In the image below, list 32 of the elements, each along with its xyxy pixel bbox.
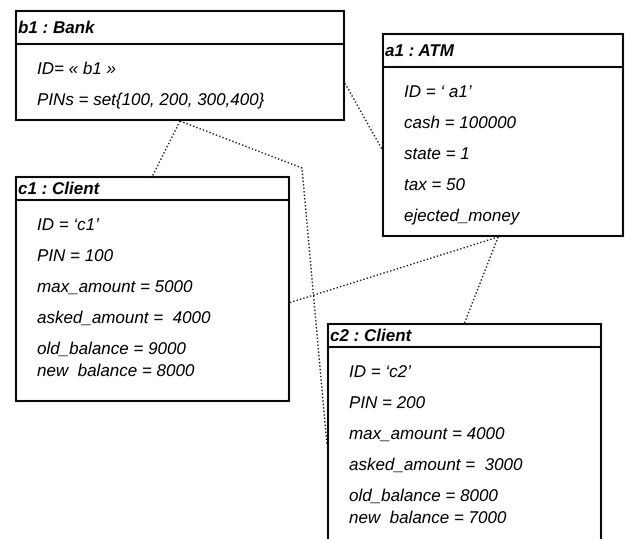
attribute-text: old_balance = 9000: [37, 339, 186, 359]
object-box: [327, 323, 602, 539]
attribute-text: new balance = 8000: [37, 361, 194, 381]
object-name: a1 : ATM: [385, 41, 454, 60]
attribute-text: ID = ‘c2’: [349, 362, 411, 382]
object-box: [382, 33, 624, 237]
connector-line: [180, 120, 328, 445]
attribute-text: max_amount = 5000: [37, 277, 192, 297]
connector-line: [344, 82, 383, 150]
attribute-text: asked_amount = 4000: [37, 308, 210, 328]
object-name: c1 : Client: [18, 179, 100, 198]
connector-line: [464, 236, 499, 324]
object-box: [15, 10, 345, 121]
attribute-text: ID= « b1 »: [37, 59, 116, 79]
attribute-text: tax = 50: [404, 175, 465, 195]
attribute-text: new balance = 7000: [349, 508, 506, 528]
attribute-text: max_amount = 4000: [349, 424, 504, 444]
attribute-text: ID = ‘ a1’: [404, 82, 472, 102]
attribute-text: PIN = 200: [349, 393, 426, 413]
connector-line: [290, 236, 498, 304]
attribute-text: ID = ‘c1’: [37, 215, 99, 235]
attribute-text: asked_amount = 3000: [349, 455, 522, 475]
attribute-text: ejected_money: [404, 206, 520, 226]
object-box: [15, 176, 290, 402]
attribute-text: old_balance = 8000: [349, 486, 498, 506]
object-name: b1 : Bank: [18, 18, 95, 37]
attribute-text: state = 1: [404, 144, 470, 164]
attribute-text: PINs = set{100, 200, 300,400}: [37, 90, 264, 110]
attribute-text: cash = 100000: [404, 113, 516, 133]
connector-line: [152, 120, 181, 176]
attribute-text: PIN = 100: [37, 246, 114, 266]
object-name: c2 : Client: [330, 326, 412, 345]
